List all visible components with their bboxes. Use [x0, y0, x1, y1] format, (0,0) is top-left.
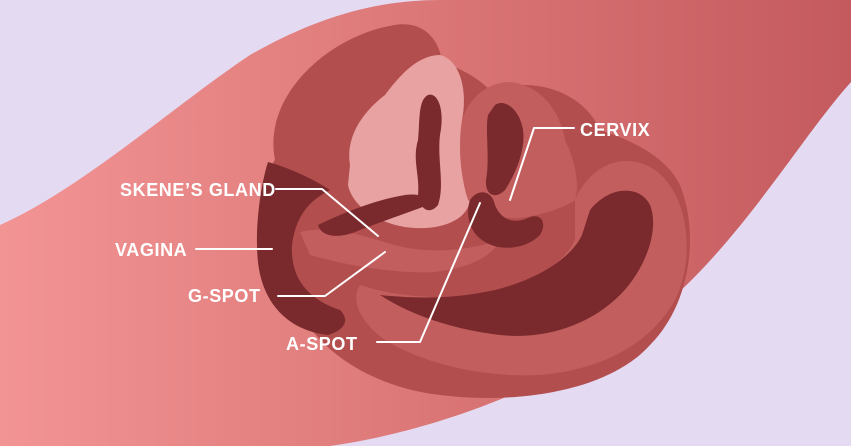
rectum — [380, 190, 654, 336]
cervix-shape — [468, 192, 544, 248]
leader-gspot — [277, 251, 386, 297]
uterine-cavity — [485, 102, 524, 196]
leader-cervix — [509, 127, 575, 201]
label-a-spot: A-SPOT — [286, 334, 358, 354]
label-skenes-gland: SKENE’S GLAND — [120, 180, 276, 200]
urethra — [415, 94, 442, 211]
skene-duct — [318, 194, 429, 236]
label-g-spot: G-SPOT — [188, 286, 261, 306]
leader-skene — [275, 188, 379, 237]
label-cervix: CERVIX — [580, 120, 651, 140]
vaginal-ridge — [300, 229, 500, 273]
vaginal-canal — [256, 162, 346, 335]
leader-aspot — [376, 202, 481, 343]
label-vagina: VAGINA — [115, 240, 188, 260]
leader-lines — [195, 127, 575, 343]
